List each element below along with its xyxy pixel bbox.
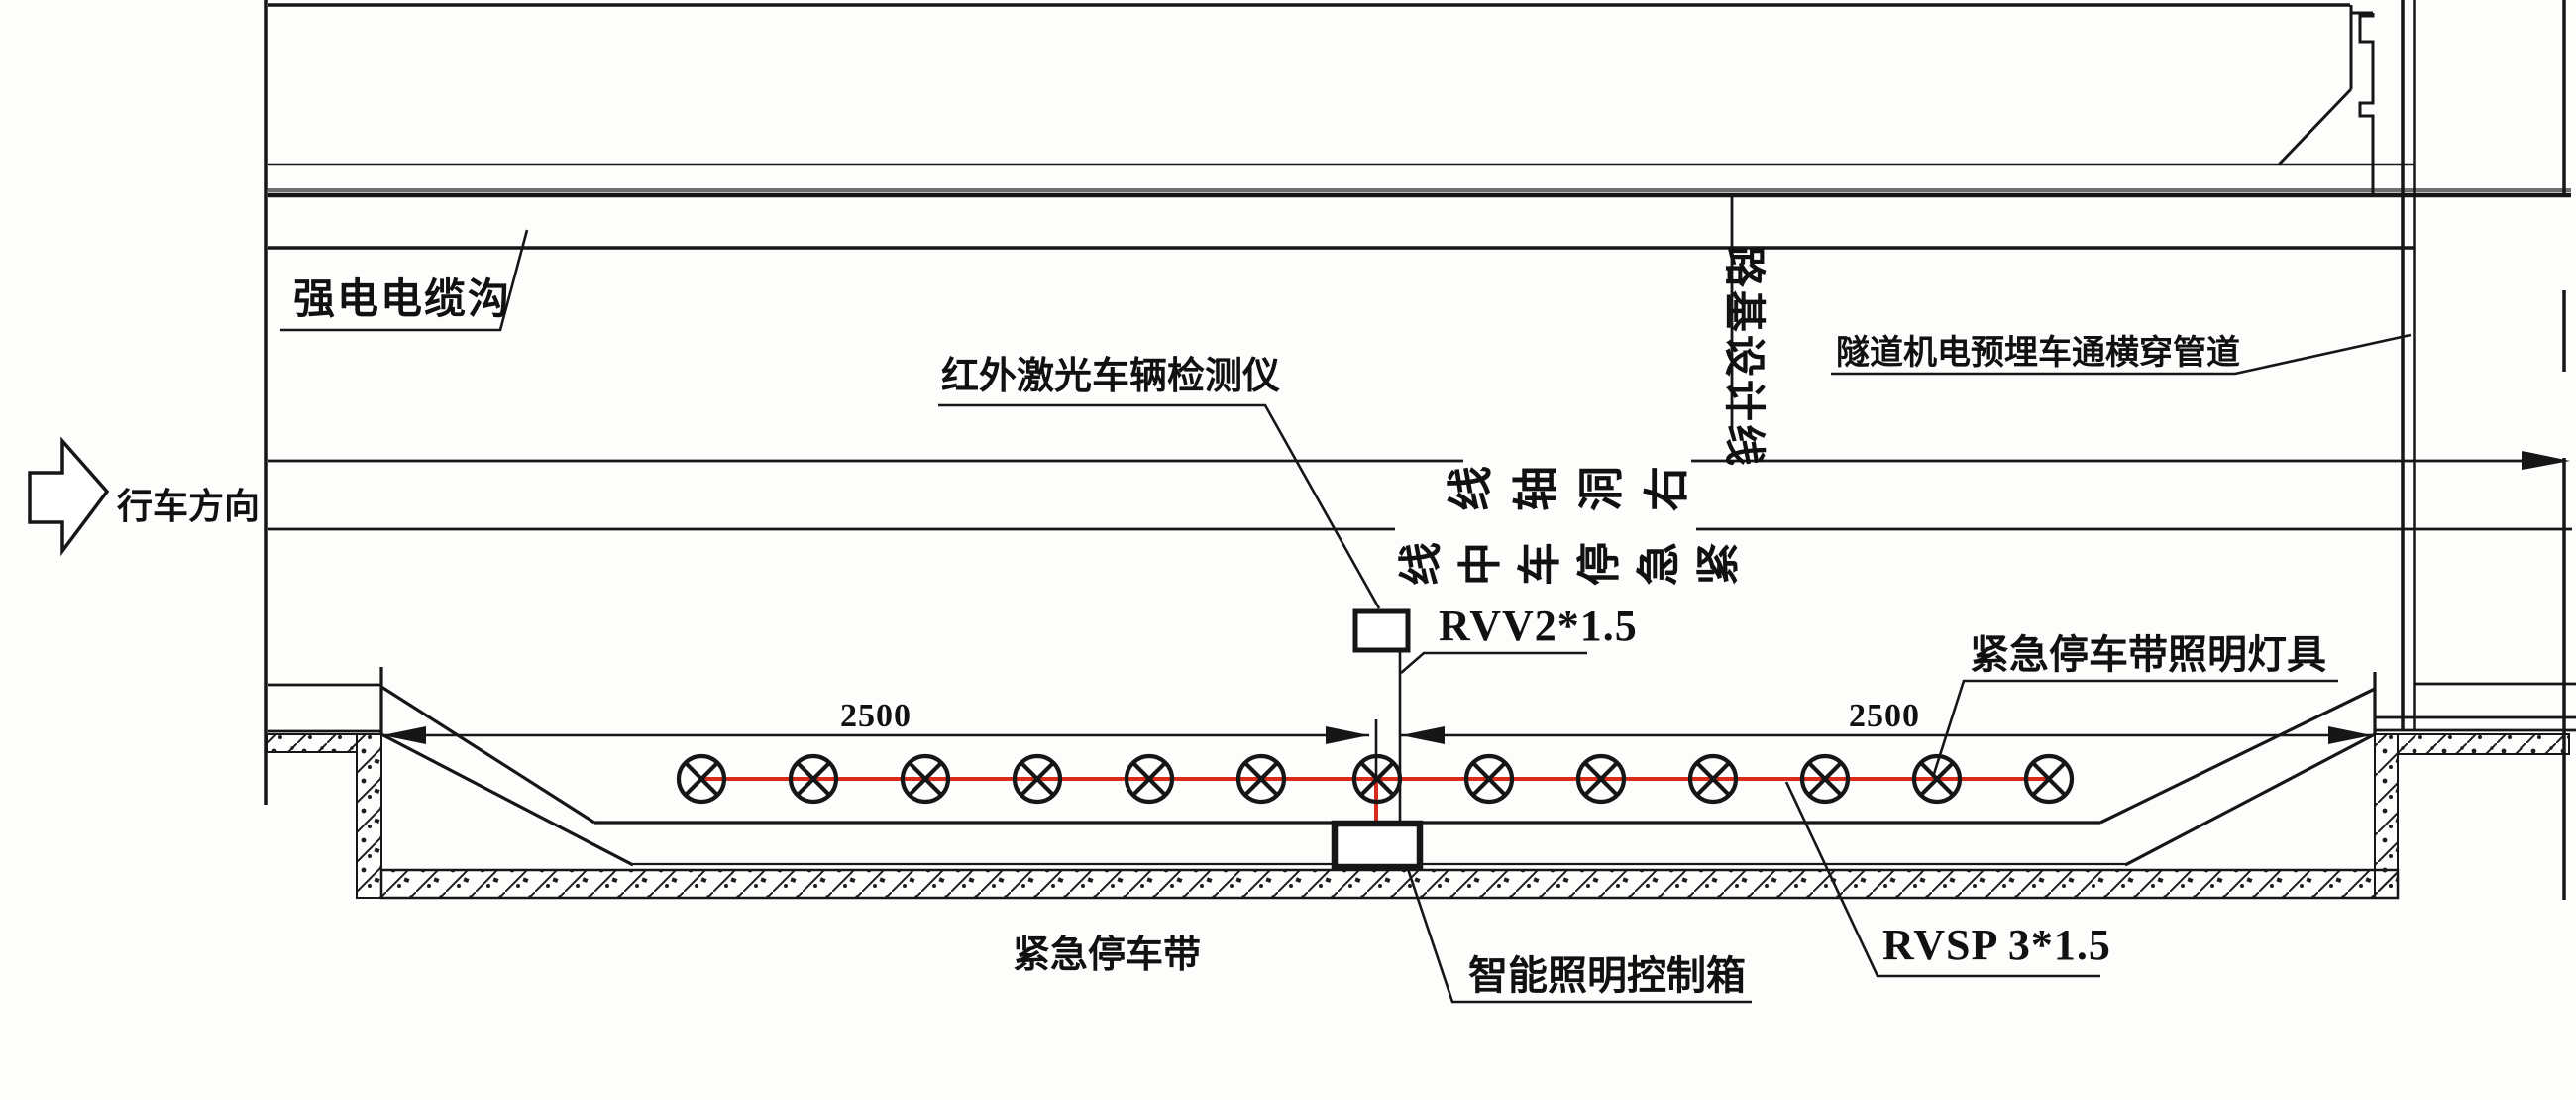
leader-rvsp-cable bbox=[1784, 781, 2100, 978]
label-parking-strip-lamps: 紧急停车带照明灯具 bbox=[1970, 633, 2326, 677]
lamp-symbol bbox=[900, 753, 951, 805]
lamp-symbol bbox=[1799, 753, 1851, 805]
dimension-lines bbox=[381, 719, 2373, 779]
lamp-symbol bbox=[1235, 753, 1287, 805]
lamp-symbol bbox=[788, 753, 839, 805]
leader-control-box bbox=[1406, 868, 1752, 1004]
leader-rvv-cable bbox=[1400, 651, 1587, 674]
lamp-symbol bbox=[2023, 753, 2075, 805]
lamp-symbol bbox=[676, 753, 727, 805]
driving-direction-arrow bbox=[28, 436, 110, 557]
label-rvv-cable: RVV2*1.5 bbox=[1439, 602, 1638, 650]
label-crossing-duct: 隧道机电预埋车通横穿管道 bbox=[1836, 334, 2240, 372]
label-right-tube-axis: 线轴洞右 bbox=[1445, 466, 1692, 511]
cross-passage-notch bbox=[2277, 5, 2375, 194]
label-driving-direction: 行车方向 bbox=[117, 486, 261, 526]
lamp-symbol bbox=[1463, 753, 1515, 805]
lamp-symbol bbox=[1911, 753, 1963, 805]
right-wall bbox=[2401, 0, 2566, 900]
axis-direction-arrowhead bbox=[2522, 451, 2570, 470]
label-cable-trench: 强电电缆沟 bbox=[293, 275, 512, 322]
label-vehicle-detector: 红外激光车辆检测仪 bbox=[941, 356, 1281, 397]
tunnel-top-structure bbox=[264, 0, 2571, 900]
vehicle-detector-box bbox=[1352, 608, 1411, 653]
label-lighting-control-box: 智能照明控制箱 bbox=[1468, 954, 1746, 998]
leader-lines bbox=[280, 229, 2412, 1004]
label-rvsp-cable: RVSP 3*1.5 bbox=[1882, 921, 2111, 969]
lamp-row bbox=[676, 753, 2075, 805]
label-parking-center-line: 线中车停急紧 bbox=[1397, 542, 1743, 586]
center-equipment bbox=[1331, 608, 1424, 871]
dimension-right-2500: 2500 bbox=[1849, 698, 1920, 734]
leader-cable-trench bbox=[280, 229, 529, 332]
lamp-symbol bbox=[1012, 753, 1063, 805]
lamp-symbol bbox=[1687, 753, 1739, 805]
leader-parking-lamps bbox=[1931, 679, 2338, 778]
leader-crossing-duct bbox=[1831, 333, 2412, 376]
label-roadbed-design-line: 路基设计线 bbox=[1721, 246, 1768, 470]
dimension-left-2500: 2500 bbox=[840, 698, 912, 734]
label-parking-strip: 紧急停车带 bbox=[1013, 935, 1202, 976]
lamp-symbol bbox=[1124, 753, 1175, 805]
concrete-hatch bbox=[267, 733, 2570, 900]
lighting-control-box bbox=[1331, 820, 1424, 871]
roadway-lines bbox=[268, 195, 2576, 733]
leader-vehicle-detector bbox=[938, 403, 1381, 609]
lamp-symbol bbox=[1575, 753, 1627, 805]
